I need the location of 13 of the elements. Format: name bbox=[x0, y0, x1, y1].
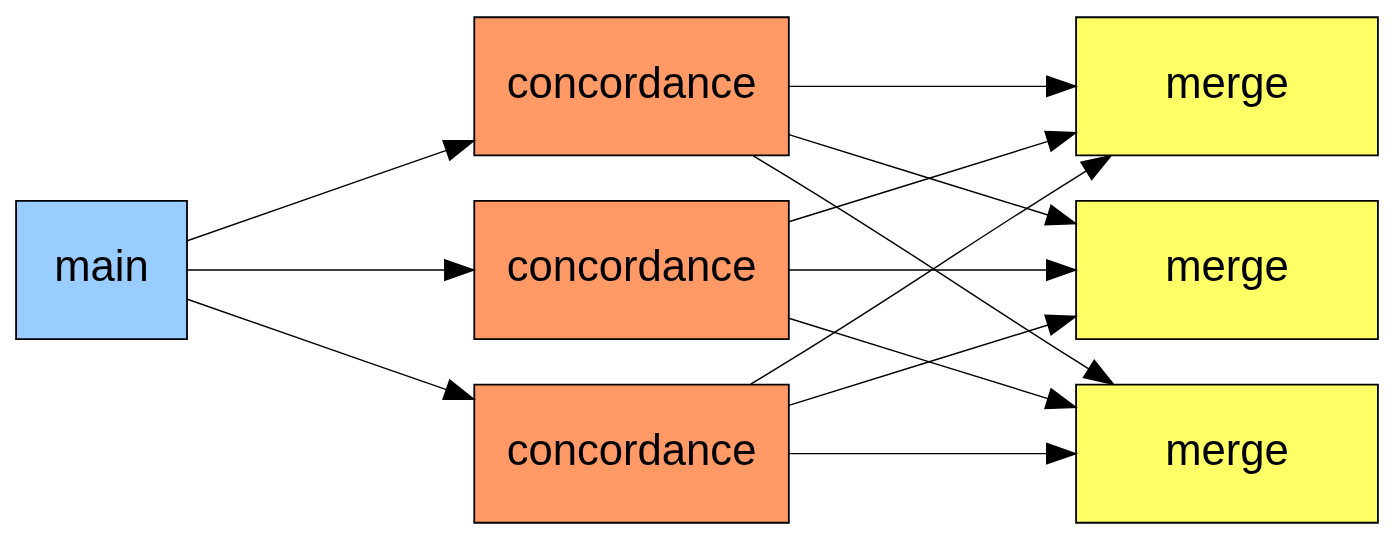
node-box: merge bbox=[1075, 199, 1379, 340]
node-box: concordance bbox=[473, 199, 790, 340]
node-box: concordance bbox=[473, 383, 790, 524]
arrow bbox=[788, 441, 1079, 465]
node-box: main bbox=[15, 199, 188, 340]
node-box: merge bbox=[1075, 383, 1379, 524]
node-box: concordance bbox=[473, 15, 790, 156]
arrow bbox=[186, 258, 477, 281]
arrow bbox=[788, 258, 1079, 281]
arrow bbox=[186, 139, 476, 241]
arrow bbox=[186, 298, 476, 400]
node-box: merge bbox=[1075, 15, 1379, 156]
arrow bbox=[788, 74, 1079, 98]
